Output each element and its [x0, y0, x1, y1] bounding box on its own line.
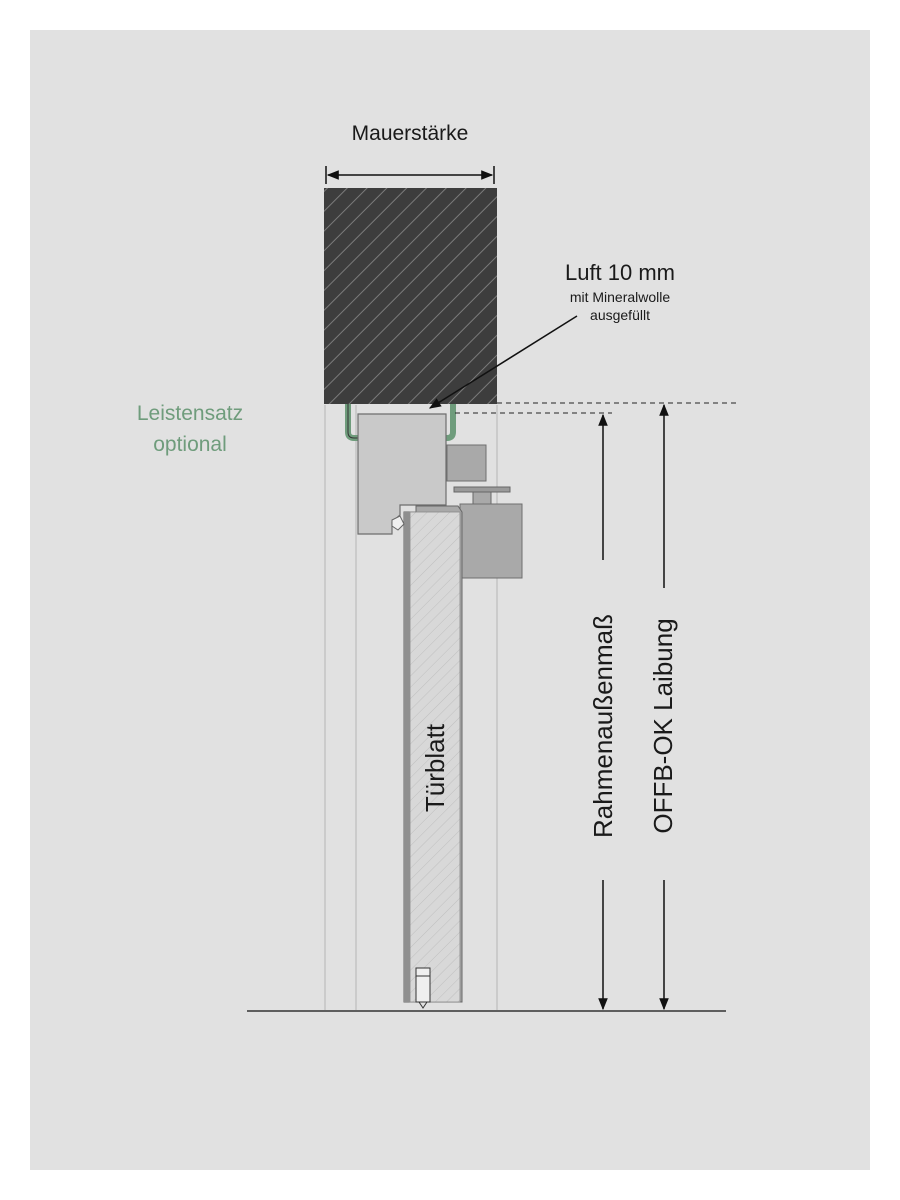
frame-profile [357, 413, 447, 535]
door-leaf [403, 505, 463, 1003]
trim-label-line2: optional [153, 433, 227, 456]
drop-seal [415, 967, 431, 1009]
trim-clip-right [442, 404, 456, 441]
floor-to-reveal-label: OFFB-OK Laibung [648, 618, 678, 833]
trim-label-line1: Leistensatz [137, 402, 243, 425]
door-leaf-label: Türblatt [420, 723, 450, 812]
frame-block-small [446, 444, 487, 482]
hinge-plate [453, 486, 511, 493]
hinge-block [459, 503, 523, 579]
reference-dashed-lines [455, 402, 740, 414]
hinge-stem [472, 491, 492, 505]
wall-thickness-dimension [325, 166, 495, 184]
wall-thickness-label: Mauerstärke [352, 122, 469, 145]
air-gap-note-line2: ausgefüllt [590, 307, 650, 323]
air-gap-leader-arrow [428, 315, 578, 409]
frame-seal [391, 515, 405, 531]
wall-block [324, 188, 497, 404]
frame-outer-label: Rahmenaußenmaß [588, 614, 618, 838]
air-gap-title: Luft 10 mm [565, 260, 675, 285]
air-gap-note-line1: mit Mineralwolle [570, 289, 671, 305]
